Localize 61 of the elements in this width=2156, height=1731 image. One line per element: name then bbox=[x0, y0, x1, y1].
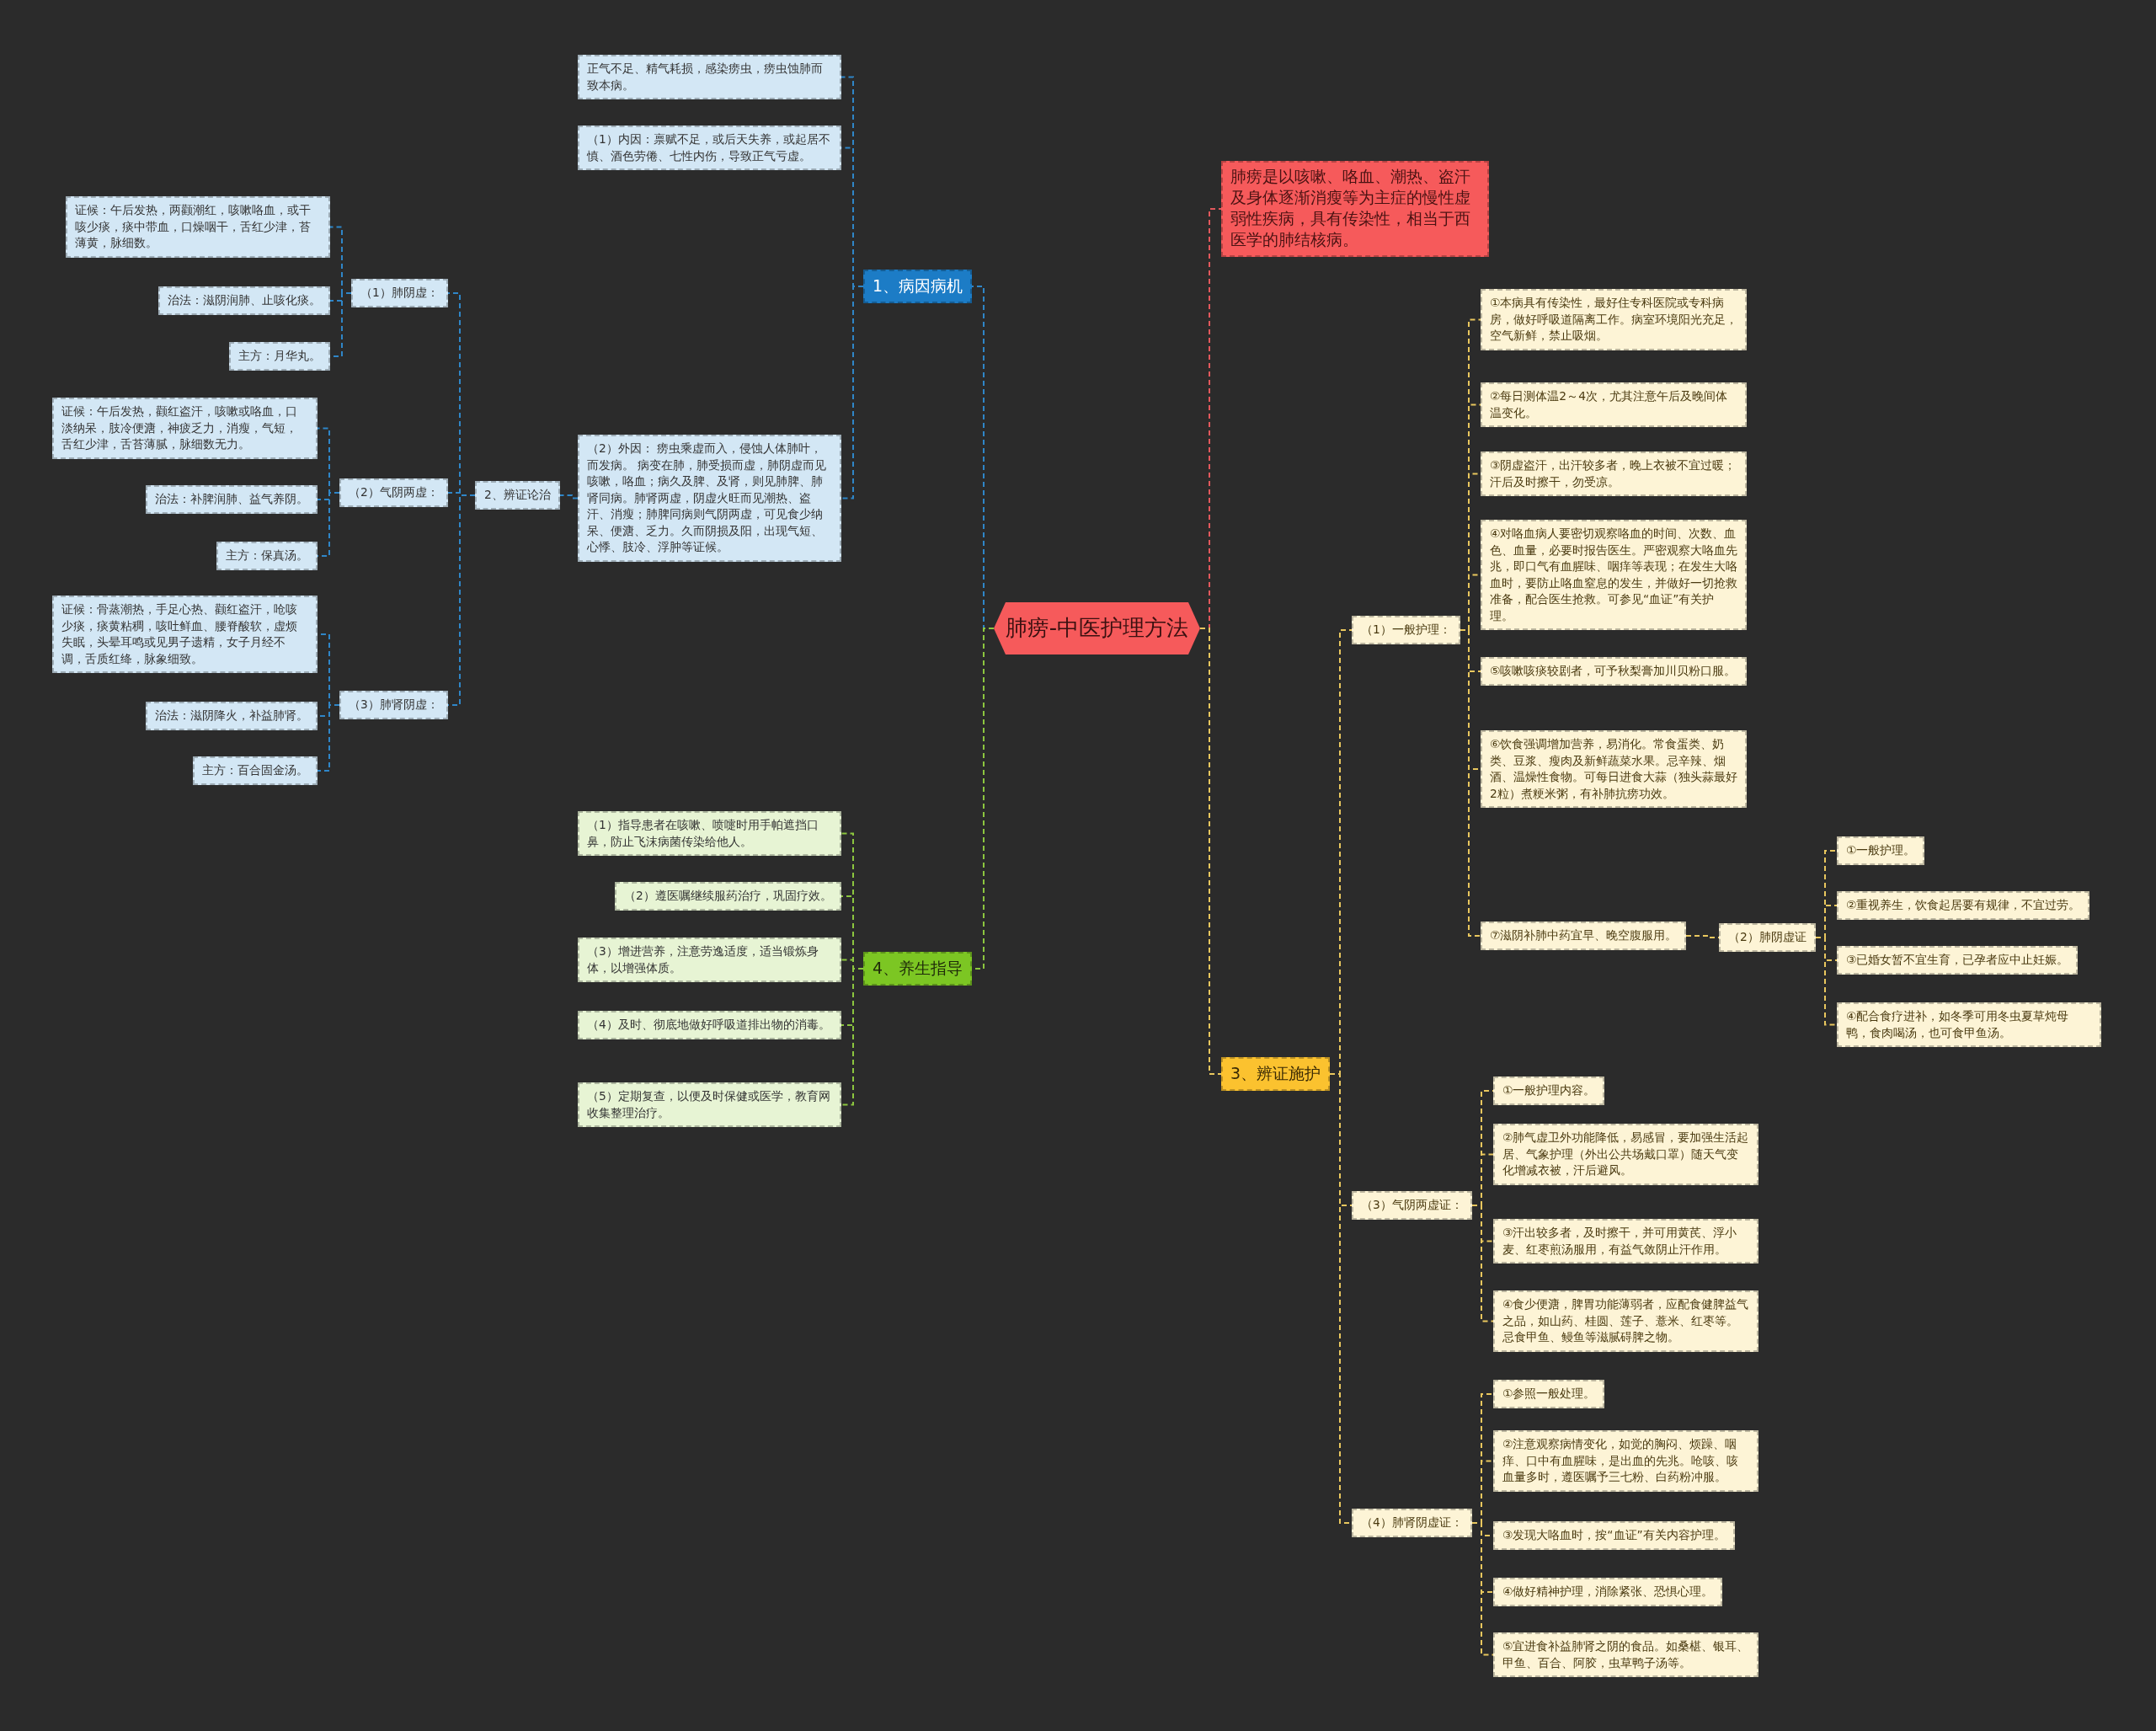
topic-box: 主方：保真汤。 bbox=[216, 542, 318, 570]
topic-box: （1）内因：禀赋不足，或后天失养，或起居不慎、酒色劳倦、七性内伤，导致正气亏虚。 bbox=[578, 126, 841, 170]
topic-box: （5）定期复查，以便及时保健或医学，教育网收集整理治疗。 bbox=[578, 1082, 841, 1127]
branch-topic: 3、辨证施护 bbox=[1221, 1057, 1331, 1091]
topic-box: ③汗出较多者，及时擦干，并可用黄芪、浮小麦、红枣煎汤服用，有益气敛阴止汗作用。 bbox=[1493, 1219, 1758, 1264]
connector-line bbox=[1815, 937, 1838, 1026]
topic-box: ①本病具有传染性，最好住专科医院或专科病房，做好呼吸道隔离工作。病室环境阳光充足，空气新鲜，禁止吸烟。 bbox=[1481, 289, 1747, 350]
topic-box: ①参照一般处理。 bbox=[1493, 1380, 1605, 1408]
connector-line bbox=[1199, 628, 1222, 1075]
connector-line bbox=[841, 286, 864, 500]
topic-box: ②重视养生，饮食起居要有规律，不宜过劳。 bbox=[1837, 891, 2090, 920]
topic-box: 主方：百合固金汤。 bbox=[193, 756, 318, 785]
topic-box: ①一般护理内容。 bbox=[1493, 1077, 1605, 1105]
connector-line bbox=[317, 492, 340, 557]
topic-box: ③已婚女暂不宜生育，已孕者应中止妊娠。 bbox=[1837, 946, 2079, 975]
topic-box: 2、辨证论治 bbox=[475, 481, 560, 510]
topic-box: ①一般护理。 bbox=[1837, 836, 1925, 865]
topic-box: 治法：补脾润肺、益气养阴。 bbox=[146, 485, 318, 514]
topic-box: ③发现大咯血时，按“血证”有关内容护理。 bbox=[1493, 1521, 1735, 1550]
topic-box: ③阴虚盗汗，出汗较多者，晚上衣被不宜过暖；汗后及时擦干，勿受凉。 bbox=[1481, 451, 1747, 496]
topic-box: （1）肺阴虚： bbox=[351, 279, 448, 307]
topic-box: （3）气阴两虚证： bbox=[1352, 1191, 1472, 1220]
connector-line bbox=[841, 968, 864, 1106]
topic-box: ④做好精神护理，消除紧张、恐惧心理。 bbox=[1493, 1578, 1723, 1606]
topic-box: ⑤咳嗽咳痰较剧者，可予秋梨膏加川贝粉口服。 bbox=[1481, 657, 1747, 686]
topic-box: （1）一般护理： bbox=[1352, 616, 1460, 644]
topic-box: 证候：午后发热，两颧潮红，咳嗽咯血，或干咳少痰，痰中带血，口燥咽干，舌红少津，苔薄黄，脉细数。 bbox=[66, 196, 330, 258]
topic-box: （2）气阴两虚： bbox=[339, 478, 448, 507]
connector-line bbox=[1471, 1522, 1494, 1656]
central-topic: 肺痨-中医护理方法 bbox=[994, 602, 1200, 654]
topic-box: ②肺气虚卫外功能降低，易感冒，要加强生活起居、气象护理（外出公共场戴口罩）随天气变化增减衣被，汗后避风。 bbox=[1493, 1124, 1758, 1185]
branch-topic: 1、病因病机 bbox=[863, 270, 973, 303]
topic-box: 主方：月华丸。 bbox=[229, 342, 330, 371]
topic-box: ④配合食疗进补，如冬季可用冬虫夏草炖母鸭，食肉喝汤，也可食甲鱼汤。 bbox=[1837, 1002, 2101, 1047]
definition-box: 肺痨是以咳嗽、咯血、潮热、盗汗及身体逐渐消瘦等为主症的慢性虚弱性疾病，具有传染性，相当于西医学的肺结核病。 bbox=[1221, 161, 1489, 257]
connector-line bbox=[1471, 1205, 1494, 1322]
topic-box: （2）遵医嘱继续服药治疗，巩固疗效。 bbox=[615, 882, 841, 911]
topic-box: 证候：午后发热，颧红盗汗，咳嗽或咯血，口淡纳呆，肢冷便溏，神疲乏力，消瘦，气短，舌红少津，舌苔薄腻，脉细数无力。 bbox=[52, 398, 318, 459]
topic-box: （3）增进营养，注意劳逸适度，适当锻炼身体，以增强体质。 bbox=[578, 938, 841, 982]
topic-box: 治法：滋阴降火，补益肺肾。 bbox=[146, 702, 318, 730]
connector-line bbox=[559, 494, 579, 500]
topic-box: ④对咯血病人要密切观察咯血的时间、次数、血色、血量，必要时报告医生。严密观察大咯血先兆，即口气有血腥味、咽痒等表现；在发生大咯血时，要防止咯血窒息的发生，并做好一切抢救准备，配合医生抢救。可参见“血证”有关护理。 bbox=[1481, 520, 1747, 630]
topic-box: ②每日测体温2～4次，尤其注意午后及晚间体温变化。 bbox=[1481, 382, 1747, 427]
topic-box: ⑦滋阴补肺中药宜早、晚空腹服用。 bbox=[1481, 922, 1687, 950]
topic-box: （2）肺阴虚证 bbox=[1719, 923, 1816, 952]
topic-box: ②注意观察病情变化，如觉的胸闷、烦躁、咽痒、口中有血腥味，是出血的先兆。呛咳、咳血量多时，遵医嘱予三七粉、白药粉冲服。 bbox=[1493, 1430, 1758, 1492]
branch-topic: 4、养生指导 bbox=[863, 952, 973, 986]
topic-box: ④食少便溏，脾胃功能薄弱者，应配食健脾益气之品，如山药、桂圆、莲子、薏米、红枣等。忌食甲鱼、鳗鱼等滋腻碍脾之物。 bbox=[1493, 1290, 1758, 1352]
connector-line bbox=[447, 494, 476, 706]
topic-box: ⑥饮食强调增加营养，易消化。常食蛋类、奶类、豆浆、瘦肉及新鲜蔬菜水果。忌辛辣、烟酒、温燥性食物。可每日进食大蒜（独头蒜最好2粒）煮粳米粥，有补肺抗痨功效。 bbox=[1481, 730, 1747, 808]
topic-box: （4）肺肾阴虚证： bbox=[1352, 1509, 1472, 1537]
topic-box: （4）及时、彻底地做好呼吸道排出物的消毒。 bbox=[578, 1011, 841, 1039]
topic-box: 治法：滋阴润肺、止咳化痰。 bbox=[158, 286, 330, 315]
topic-box: 正气不足、精气耗损，感染痨虫，痨虫蚀肺而致本病。 bbox=[578, 55, 841, 99]
topic-box: 证候：骨蒸潮热，手足心热、颧红盗汗，呛咳少痰，痰黄粘稠，咳吐鲜血、腰脊酸软，虚烦失眠，头晕耳鸣或见男子遗精，女子月经不调，舌质红绛，脉象细致。 bbox=[52, 596, 318, 673]
connector-line bbox=[317, 704, 340, 772]
topic-box: （3）肺肾阴虚： bbox=[339, 691, 448, 719]
connector-line bbox=[1685, 935, 1720, 938]
topic-box: ⑤宜进食补益肺肾之阴的食品。如桑椹、银耳、甲鱼、百合、阿胶，虫草鸭子汤等。 bbox=[1493, 1632, 1758, 1677]
topic-box: （1）指导患者在咳嗽、喷嚏时用手帕遮挡口鼻，防止飞沫病菌传染给他人。 bbox=[578, 811, 841, 856]
topic-box: （2）外因： 痨虫乘虚而入，侵蚀人体肺叶，而发病。 病变在肺，肺受损而虚，肺阴虚而见咳嗽，咯血；病久及脾、及肾，则见肺脾、肺肾同病。肺肾两虚，阴虚火旺而见潮热、盗汗、消瘦；肺脾同病则气阴两虚，可见食少纳呆、便溏、乏力。久而阴损及阳，出现气短、心悸、肢冷、浮肿等证候。 bbox=[578, 435, 841, 562]
